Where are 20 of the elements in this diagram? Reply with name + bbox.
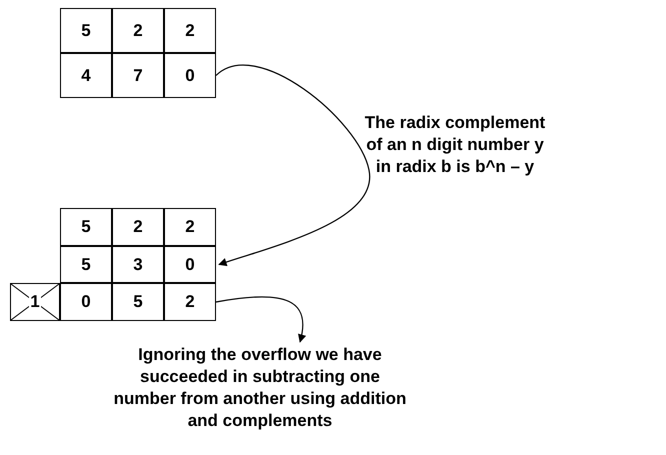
digit: 2 bbox=[164, 8, 216, 53]
digit: 7 bbox=[112, 53, 164, 98]
edge-label: The radix complement of an n digit number y in radix b is b^n – y bbox=[364, 112, 546, 178]
digit: 2 bbox=[164, 283, 216, 321]
digit: 3 bbox=[112, 246, 164, 283]
curved-arrow bbox=[216, 296, 306, 343]
digit: 0 bbox=[164, 246, 216, 283]
digit: 2 bbox=[164, 208, 216, 246]
digit: 5 bbox=[60, 208, 112, 246]
digit: 2 bbox=[112, 8, 164, 53]
overflow-digit: 1 bbox=[10, 283, 60, 321]
digit: 2 bbox=[112, 208, 164, 246]
digit: 5 bbox=[60, 246, 112, 283]
digit: 0 bbox=[60, 283, 112, 321]
note-text: Ignoring the overflow we have succeeded in subtracting one number from another using addition and complements bbox=[110, 344, 410, 434]
digit: 0 bbox=[164, 53, 216, 98]
digit: 4 bbox=[60, 53, 112, 98]
digit: 5 bbox=[60, 8, 112, 53]
digit: 5 bbox=[112, 283, 164, 321]
curved-arrow bbox=[216, 64, 370, 266]
